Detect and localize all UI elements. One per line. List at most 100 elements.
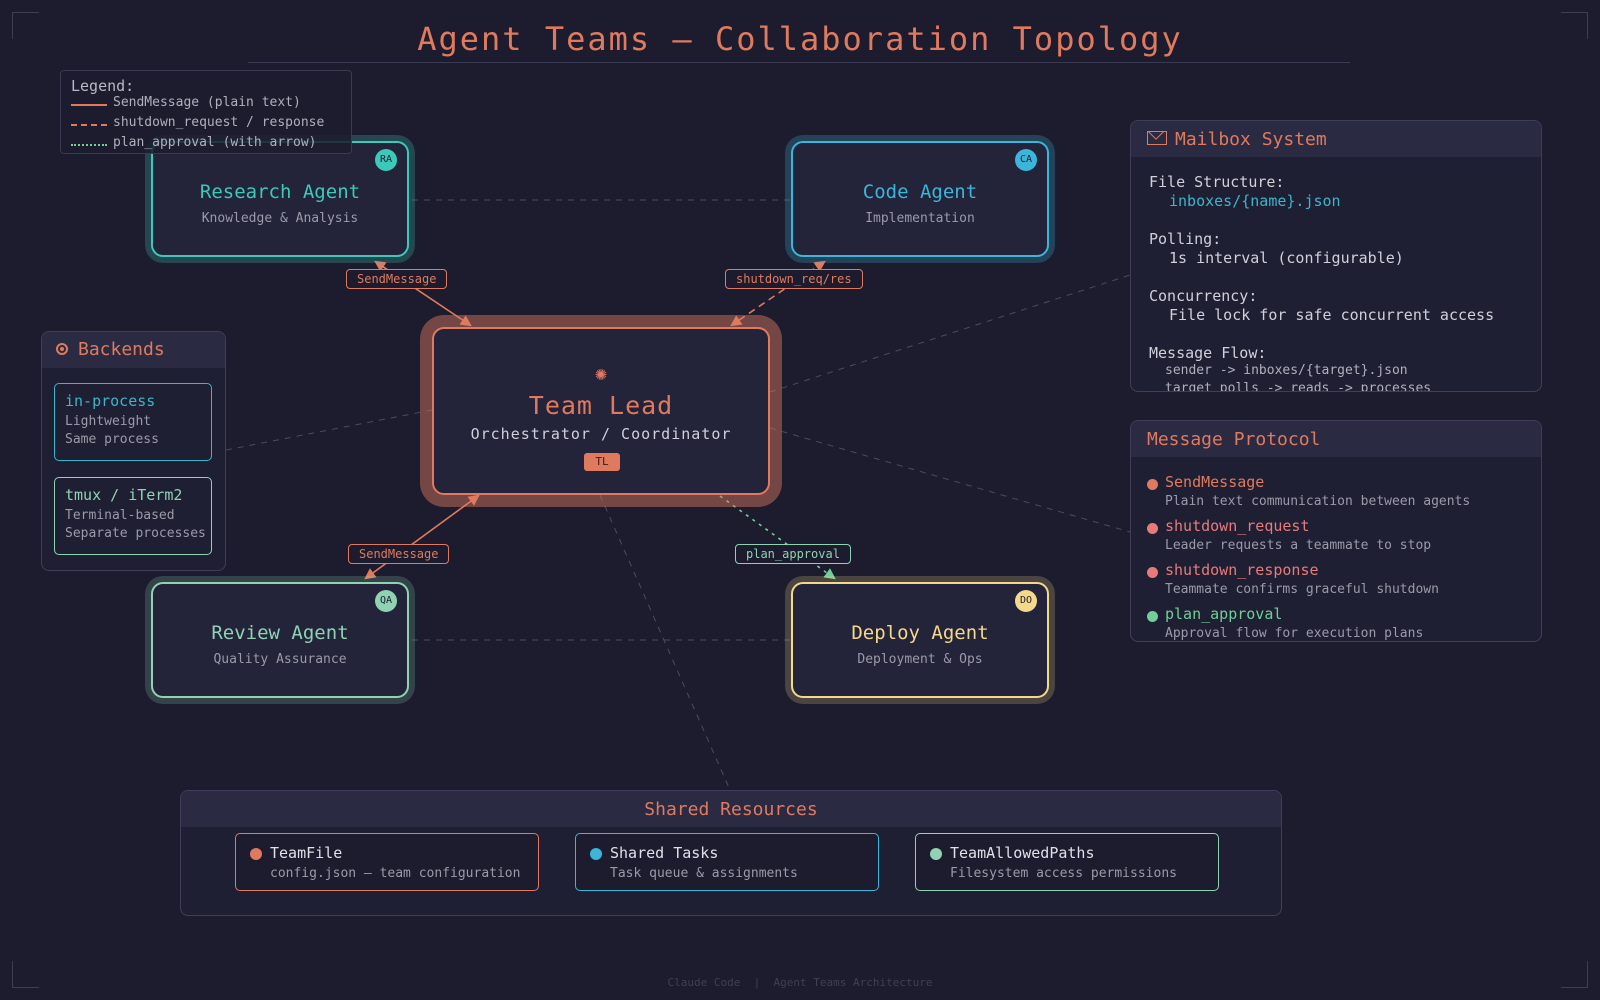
agent-badge: CA <box>1015 149 1037 171</box>
protocol-header <box>1131 421 1541 457</box>
resource-teamfile[interactable]: TeamFile config.json — team configuratio… <box>235 833 539 891</box>
agent-badge: DO <box>1015 590 1037 612</box>
message-flow-label: Message Flow: <box>1149 344 1267 362</box>
status-dot <box>930 848 942 860</box>
legend-swatch-dashed <box>71 124 107 126</box>
legend-title: Legend: <box>71 77 135 95</box>
message-protocol-panel: Message Protocol SendMessage Plain text … <box>1130 420 1542 642</box>
backend-line: Lightweight <box>65 414 152 429</box>
backends-title: Backends <box>78 339 165 360</box>
backend-in-process[interactable]: in-process Lightweight Same process <box>54 383 212 461</box>
protocol-name: plan_approval <box>1165 605 1283 623</box>
agent-subtitle: Deployment & Ops <box>857 652 983 667</box>
legend-swatch-dotted <box>71 144 107 146</box>
backend-name: in-process <box>65 392 156 410</box>
agent-subtitle: Quality Assurance <box>213 652 347 667</box>
page-title: Agent Teams — Collaboration Topology <box>417 20 1183 58</box>
edge-review-lead <box>364 494 480 580</box>
frame-corner-top-left <box>12 12 39 39</box>
protocol-title: Message Protocol <box>1147 429 1321 450</box>
mailbox-title: Mailbox System <box>1175 129 1327 150</box>
link-lead-mailbox <box>769 274 1131 393</box>
shared-resources-panel: Shared Resources TeamFile config.json — … <box>180 790 1282 916</box>
backend-line: Same process <box>65 432 159 447</box>
agent-name: Code Agent <box>862 181 978 203</box>
polling-label: Polling: <box>1149 230 1222 248</box>
shared-title: Shared Resources <box>644 799 818 820</box>
protocol-name: SendMessage <box>1165 473 1265 491</box>
resource-desc: Filesystem access permissions <box>950 866 1177 881</box>
agent-name: Review Agent <box>211 622 349 644</box>
protocol-name: shutdown_response <box>1165 561 1319 579</box>
edge-label-code: shutdown_req/res <box>725 269 863 289</box>
link-lead-shared <box>599 494 731 791</box>
resource-name: TeamAllowedPaths <box>950 844 1095 862</box>
protocol-name: shutdown_request <box>1165 517 1310 535</box>
legend-label: SendMessage (plain text) <box>113 95 301 110</box>
link-lead-backends <box>225 409 433 451</box>
agent-subtitle: Knowledge & Analysis <box>201 211 359 226</box>
agent-name: Research Agent <box>199 181 361 203</box>
concurrency-value: File lock for safe concurrent access <box>1169 306 1495 324</box>
edge-label-research: SendMessage <box>346 269 448 289</box>
polling-value: 1s interval (configurable) <box>1169 249 1404 267</box>
shared-header <box>181 791 1281 827</box>
research-agent-node[interactable]: Research Agent Knowledge & Analysis RA <box>151 141 409 257</box>
link-lead-protocol <box>769 427 1131 533</box>
protocol-desc: Teammate confirms graceful shutdown <box>1165 582 1439 597</box>
frame-corner-bottom-right <box>1561 961 1588 988</box>
backend-tmux[interactable]: tmux / iTerm2 Terminal-based Separate pr… <box>54 477 212 555</box>
resource-name: Shared Tasks <box>610 844 719 862</box>
agent-badge: RA <box>375 149 397 171</box>
edge-label-deploy: plan_approval <box>735 544 851 564</box>
resource-desc: Task queue & assignments <box>610 866 798 881</box>
lead-subtitle: Orchestrator / Coordinator <box>470 425 732 443</box>
footer-caption: Claude Code | Agent Teams Architecture <box>667 976 933 989</box>
file-structure-label: File Structure: <box>1149 173 1285 191</box>
legend-label: plan_approval (with arrow) <box>113 135 317 150</box>
resource-name: TeamFile <box>270 844 343 862</box>
backends-header <box>42 332 225 368</box>
legend: Legend: SendMessage (plain text) shutdow… <box>60 70 352 154</box>
edge-lead-deploy <box>719 495 836 580</box>
protocol-desc: Approval flow for execution plans <box>1165 626 1424 641</box>
network-hub-icon: ✺ <box>594 361 608 385</box>
radio-target-icon <box>56 343 68 355</box>
message-flow-line: sender -> inboxes/{target}.json <box>1165 363 1408 378</box>
protocol-desc: Leader requests a teammate to stop <box>1165 538 1432 553</box>
mailbox-header <box>1131 121 1541 157</box>
edge-label-review: SendMessage <box>348 544 450 564</box>
agent-name: Deploy Agent <box>851 622 989 644</box>
status-dot <box>1147 523 1158 534</box>
code-agent-node[interactable]: Code Agent Implementation CA <box>791 141 1049 257</box>
concurrency-label: Concurrency: <box>1149 287 1258 305</box>
status-dot <box>1147 611 1158 622</box>
status-dot <box>250 848 262 860</box>
legend-label: shutdown_request / response <box>113 115 325 130</box>
backends-panel: Backends in-process Lightweight Same pro… <box>41 331 226 571</box>
resource-shared-tasks[interactable]: Shared Tasks Task queue & assignments <box>575 833 879 891</box>
frame-corner-top-right <box>1561 12 1588 39</box>
agent-subtitle: Implementation <box>865 211 975 226</box>
frame-corner-bottom-left <box>12 961 39 988</box>
agent-badge: QA <box>375 590 397 612</box>
backend-line: Separate processes <box>65 526 206 541</box>
status-dot <box>1147 479 1158 490</box>
review-agent-node[interactable]: Review Agent Quality Assurance QA <box>151 582 409 698</box>
resource-desc: config.json — team configuration <box>270 866 521 881</box>
resource-team-allowed-paths[interactable]: TeamAllowedPaths Filesystem access permi… <box>915 833 1219 891</box>
status-dot <box>1147 567 1158 578</box>
backend-name: tmux / iTerm2 <box>65 486 183 504</box>
protocol-desc: Plain text communication between agents <box>1165 494 1471 509</box>
lead-badge: TL <box>584 453 620 471</box>
team-lead-node[interactable]: ✺ Team Lead Orchestrator / Coordinator T… <box>432 327 770 495</box>
backend-line: Terminal-based <box>65 508 175 523</box>
lead-name: Team Lead <box>528 391 674 420</box>
status-dot <box>590 848 602 860</box>
legend-swatch-solid <box>71 104 107 106</box>
file-structure-value: inboxes/{name}.json <box>1169 192 1341 210</box>
envelope-icon <box>1147 131 1167 145</box>
message-flow-line: target polls -> reads -> processes <box>1165 381 1432 392</box>
deploy-agent-node[interactable]: Deploy Agent Deployment & Ops DO <box>791 582 1049 698</box>
mailbox-panel: Mailbox System File Structure: inboxes/{… <box>1130 120 1542 392</box>
